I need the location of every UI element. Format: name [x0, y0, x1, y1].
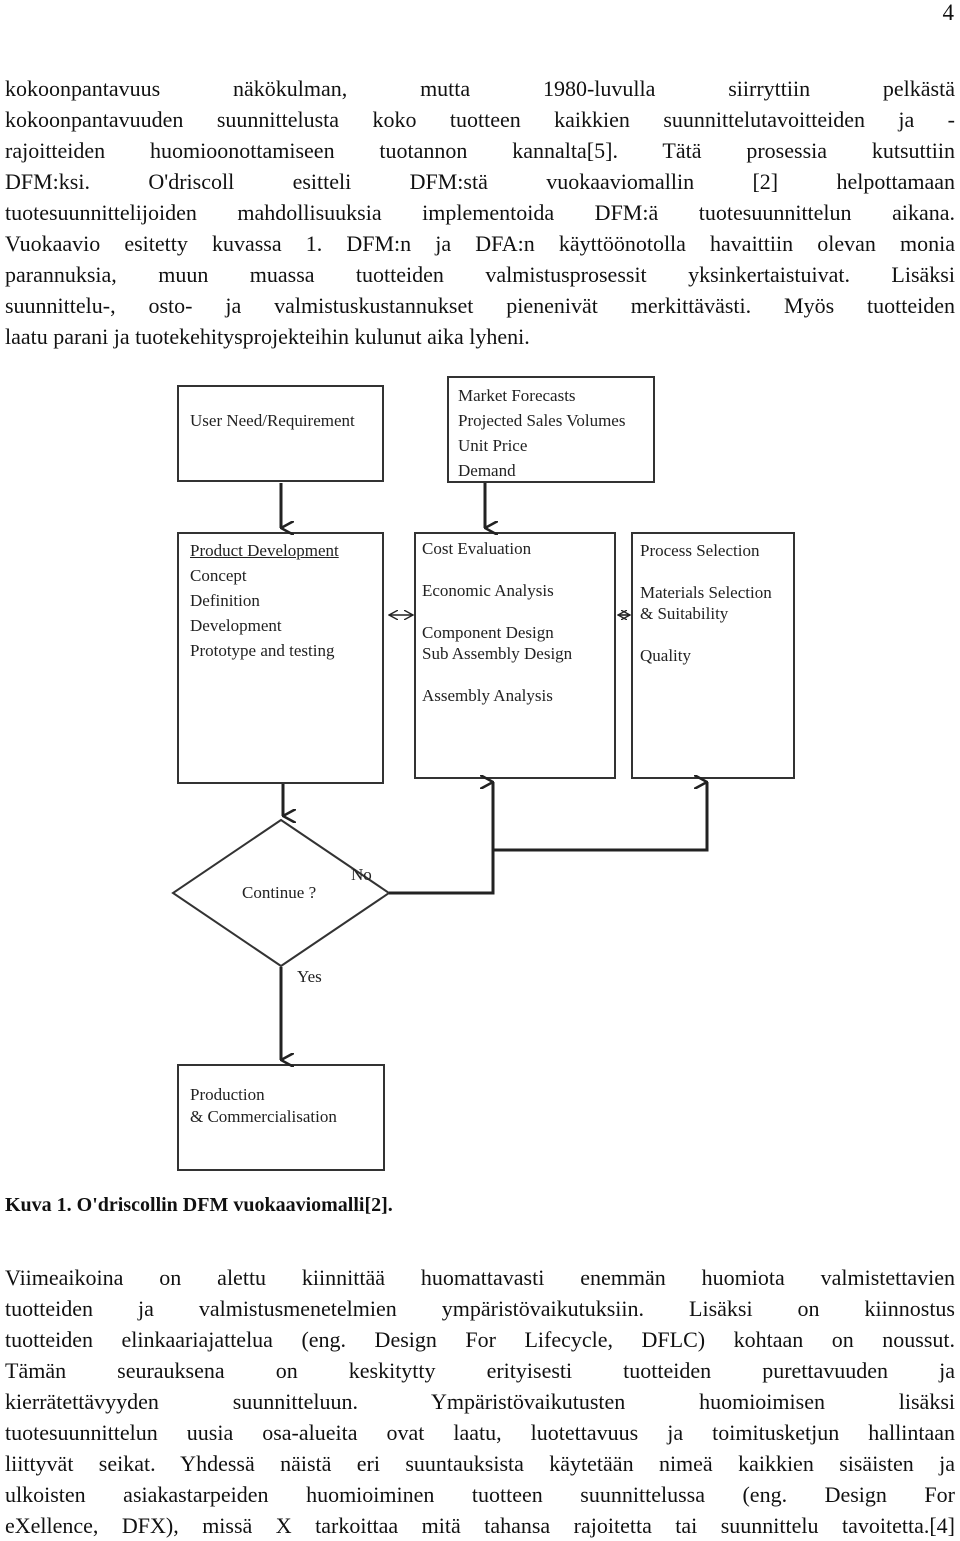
product-development-item: Prototype and testing	[190, 641, 335, 660]
text-line: Viimeaikoina on alettu kiinnittää huomat…	[5, 1265, 955, 1290]
process-selection-item: Materials Selection	[640, 583, 772, 602]
text-line: kokoonpantavuuden suunnittelusta koko tu…	[5, 107, 955, 132]
cost-evaluation-item: Sub Assembly Design	[422, 644, 573, 663]
figure-caption: Kuva 1. O'driscollin DFM vuokaaviomalli[…	[5, 1194, 393, 1216]
market-text: Market Forecasts Projected Sales Volumes…	[458, 383, 625, 483]
process-selection-item: Quality	[640, 646, 691, 665]
flowchart-lines	[171, 376, 795, 1171]
text-line: tuotteiden elinkaariajattelua (eng. Desi…	[5, 1327, 955, 1352]
text-line: Vuokaavio esitetty kuvassa 1. DFM:n ja D…	[5, 231, 955, 256]
text-line: kierrätettävyyden suunnitteluun. Ympäris…	[5, 1389, 955, 1414]
text-line: tuotesuunnittelijoiden mahdollisuuksia i…	[5, 200, 955, 225]
user-need-text: User Need/Requirement	[190, 408, 355, 433]
market-item: Market Forecasts	[458, 386, 576, 405]
production-line: Production	[190, 1085, 265, 1104]
text-line: suunnittelu-, osto- ja valmistuskustannu…	[5, 293, 955, 318]
dfm-flowchart: User Need/Requirement Market Forecasts P…	[0, 370, 960, 1180]
market-item: Projected Sales Volumes	[458, 411, 626, 430]
cost-evaluation-title: Cost Evaluation	[422, 539, 532, 558]
text-line: ulkoisten asiakastarpeiden huomioiminen …	[5, 1482, 955, 1507]
user-need-label: User Need/Requirement	[190, 411, 355, 430]
paragraph-intro: kokoonpantavuus näkökulman, mutta 1980-l…	[5, 73, 955, 352]
decision-label: Continue ?	[242, 883, 317, 902]
product-development-item: Concept	[190, 566, 247, 585]
market-item: Demand	[458, 461, 516, 480]
text-line: laatu parani ja tuotekehitysprojekteihin…	[5, 324, 530, 349]
product-development-title: Product Development	[190, 541, 339, 560]
text-line: eXellence, DFX), missä X tarkoittaa mitä…	[5, 1513, 955, 1538]
no-label: No	[351, 865, 372, 884]
cost-evaluation-text: Cost Evaluation Economic Analysis Compon…	[422, 538, 572, 706]
process-selection-title: Process Selection	[640, 541, 760, 560]
product-development-item: Development	[190, 616, 282, 635]
product-development-text: Product Development Concept Definition D…	[190, 538, 339, 663]
paragraph-dfx: Viimeaikoina on alettu kiinnittää huomat…	[5, 1262, 955, 1541]
production-line: & Commercialisation	[190, 1107, 337, 1126]
cost-evaluation-item: Economic Analysis	[422, 581, 554, 600]
text-line: DFM:ksi. O'driscoll esitteli DFM:stä vuo…	[5, 169, 955, 194]
page-number: 4	[942, 0, 955, 25]
box-product-development	[177, 532, 384, 784]
text-line: tuotesuunnittelun uusia osa-alueita ovat…	[5, 1420, 955, 1445]
process-selection-item: & Suitability	[640, 604, 729, 623]
text-line: kokoonpantavuus näkökulman, mutta 1980-l…	[5, 76, 955, 101]
text-line: liittyvät seikat. Yhdessä näistä eri suu…	[5, 1451, 955, 1476]
text-line: Tämän seurauksena on keskitytty erityise…	[5, 1358, 955, 1383]
cost-evaluation-item: Component Design	[422, 623, 554, 642]
box-process-selection	[631, 532, 795, 779]
product-development-item: Definition	[190, 591, 260, 610]
process-selection-text: Process Selection Materials Selection & …	[640, 540, 772, 666]
market-item: Unit Price	[458, 436, 528, 455]
text-line: rajoitteiden huomioonottamiseen tuotanno…	[5, 138, 955, 163]
box-production	[177, 1064, 385, 1171]
text-line: parannuksia, muun muassa tuotteiden valm…	[5, 262, 955, 287]
text-line: tuotteiden ja valmistusmenetelmien ympär…	[5, 1296, 955, 1321]
decision-diamond	[171, 818, 391, 968]
cost-evaluation-item: Assembly Analysis	[422, 686, 553, 705]
production-text: Production & Commercialisation	[190, 1084, 337, 1128]
yes-label: Yes	[297, 967, 322, 986]
box-market	[447, 376, 655, 483]
box-cost-evaluation	[414, 532, 616, 779]
box-user-need	[177, 385, 384, 482]
